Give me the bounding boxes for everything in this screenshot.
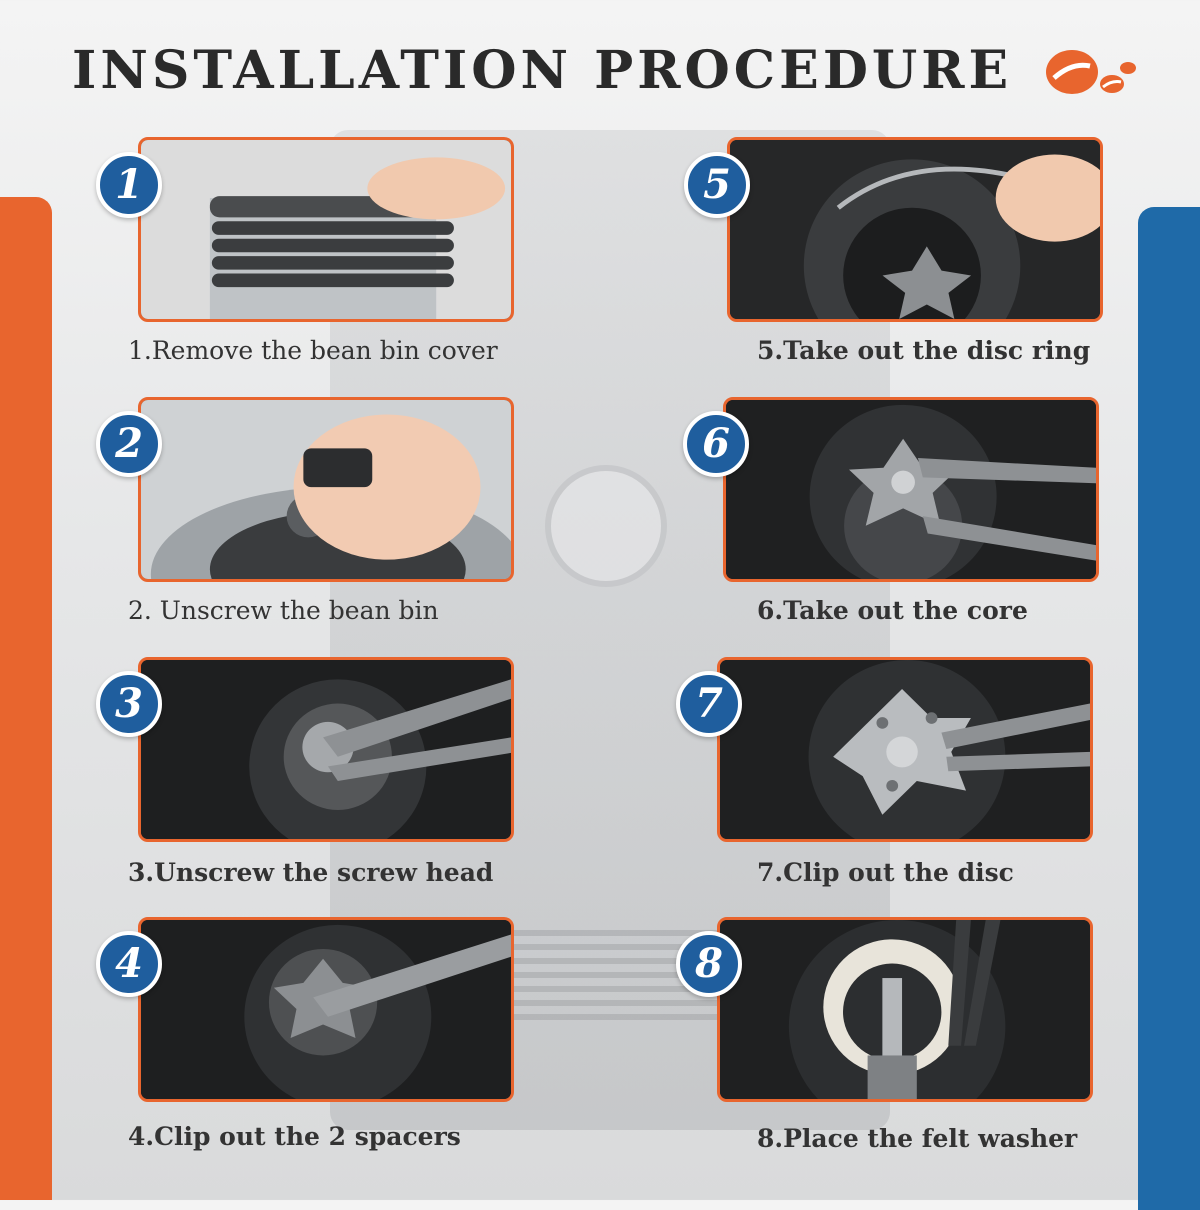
step-3-caption: 3.Unscrew the screw head <box>128 858 494 887</box>
step-7-badge: 7 <box>676 671 742 737</box>
background-gauge <box>545 465 667 587</box>
step-4-photo <box>138 917 514 1102</box>
step-5-caption: 5.Take out the disc ring <box>757 336 1091 365</box>
step-7-caption: 7.Clip out the disc <box>757 858 1014 887</box>
step-8-caption: 8.Place the felt washer <box>757 1124 1078 1153</box>
step-4-caption: 4.Clip out the 2 spacers <box>128 1122 461 1151</box>
right-accent-bar <box>1138 207 1200 1210</box>
step-5-badge: 5 <box>684 152 750 218</box>
step-2-photo <box>138 397 514 582</box>
page-title: INSTALLATION PROCEDURE <box>72 40 1013 101</box>
step-1-caption: 1.Remove the bean bin cover <box>128 336 498 365</box>
left-accent-bar <box>0 197 52 1200</box>
step-2-badge: 2 <box>96 411 162 477</box>
step-5-photo <box>727 137 1103 322</box>
step-6-photo <box>723 397 1099 582</box>
step-1-photo <box>138 137 514 322</box>
step-6-badge: 6 <box>683 411 749 477</box>
step-2-caption: 2. Unscrew the bean bin <box>128 596 439 625</box>
step-4-badge: 4 <box>96 931 162 997</box>
step-3-photo <box>138 657 514 842</box>
step-8-photo <box>717 917 1093 1102</box>
coffee-bean-icon <box>1046 50 1136 94</box>
step-7-photo <box>717 657 1093 842</box>
step-3-badge: 3 <box>96 671 162 737</box>
step-1-badge: 1 <box>96 152 162 218</box>
step-8-badge: 8 <box>676 931 742 997</box>
step-6-caption: 6.Take out the core <box>757 596 1028 625</box>
